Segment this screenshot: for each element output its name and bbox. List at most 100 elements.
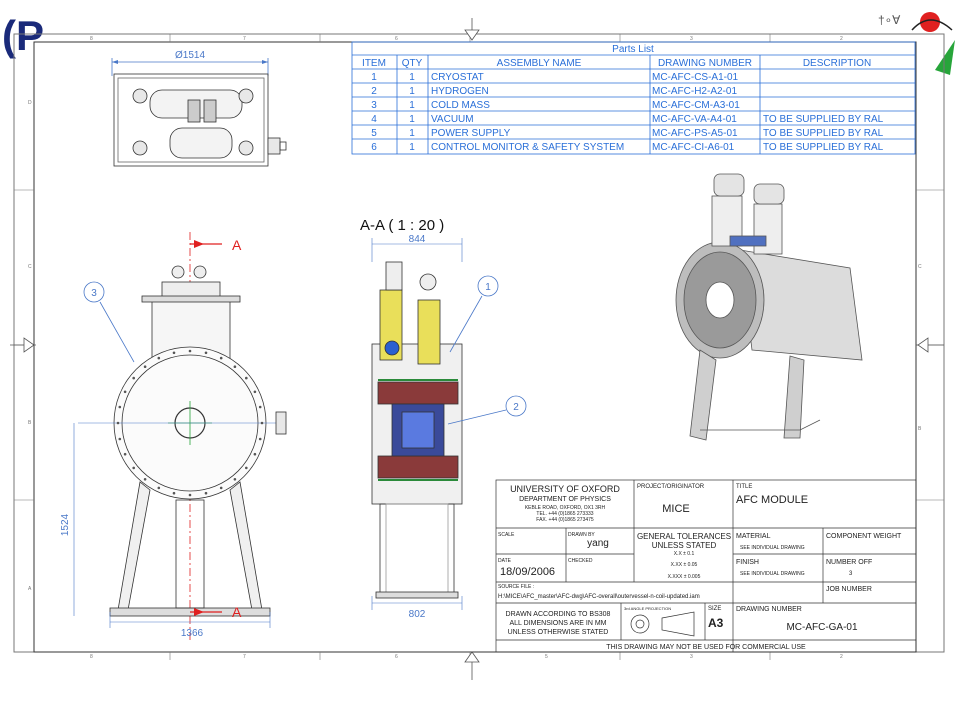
flange-bolt — [157, 356, 161, 360]
tb-number-off-label: NUMBER OFF — [826, 559, 872, 566]
balloon-2 — [447, 395, 527, 425]
section-letter-bottom: A — [232, 604, 242, 620]
isometric-view — [675, 173, 863, 441]
parts-list-table: Parts List ITEM QTY ASSEMBLY NAME DRAWIN… — [351, 41, 916, 155]
tb-finish-label: FINISH — [736, 559, 759, 566]
zone-col-7b: 7 — [243, 654, 246, 660]
flange-bolt — [260, 421, 264, 425]
row5-name: POWER SUPPLY — [431, 128, 511, 139]
flange-bolt — [204, 351, 208, 355]
flange-bolt — [253, 390, 257, 394]
flange-bolt — [204, 491, 208, 495]
zone-col-3b: 3 — [690, 654, 693, 660]
zone-col-3: 3 — [690, 36, 693, 42]
flange-bolt — [245, 376, 248, 380]
flange-bolt — [123, 452, 127, 456]
tb-weight-label: COMPONENT WEIGHT — [826, 533, 902, 540]
row4-desc: TO BE SUPPLIED BY RAL — [763, 114, 884, 125]
logo-left: (P — [2, 12, 44, 59]
tb-org-name: UNIVERSITY OF OXFORD — [510, 484, 620, 494]
tb-note1: DRAWN ACCORDING TO BS308 — [506, 611, 611, 618]
tb-drawing-number-label: DRAWING NUMBER — [736, 606, 802, 613]
flange-bolt — [172, 351, 176, 355]
tb-footer: THIS DRAWING MAY NOT BE USED FOR COMMERC… — [606, 644, 806, 651]
tb-note3: UNLESS OTHERWISE STATED — [508, 629, 609, 636]
zone-col-6: 6 — [395, 36, 398, 42]
flange-bolt — [258, 405, 262, 409]
row3-item: 3 — [371, 100, 377, 111]
tb-number-off: 3 — [849, 571, 853, 577]
zone-row-a: A — [28, 586, 32, 592]
row2-dwg: MC-AFC-H2-A2-01 — [652, 86, 737, 97]
row5-dwg: MC-AFC-PS-A5-01 — [652, 128, 738, 139]
row5-qty: 1 — [409, 128, 415, 139]
row4-dwg: MC-AFC-VA-A4-01 — [652, 114, 737, 125]
top-view — [111, 58, 287, 167]
flange-bolt — [118, 405, 122, 409]
tb-addr2: TEL. +44 (0)1865 273333 — [536, 511, 593, 517]
zone-col-7: 7 — [243, 36, 246, 42]
zone-row-c: C — [28, 264, 32, 270]
flange-bolt — [118, 437, 122, 441]
row1-name: CRYOSTAT — [431, 72, 484, 83]
row3-qty: 1 — [409, 100, 415, 111]
col-qty: QTY — [402, 58, 423, 69]
tb-tol-2: X.XX ± 0.05 — [671, 562, 698, 568]
flange-bolt — [123, 390, 127, 394]
zone-row-c-right: C — [918, 264, 922, 270]
balloon-3-label: 3 — [91, 288, 97, 299]
row4-qty: 1 — [409, 114, 415, 125]
section-view-title: A-A ( 1 : 20 ) — [360, 217, 444, 234]
row6-dwg: MC-AFC-CI-A6-01 — [652, 142, 735, 153]
balloon-2-label: 2 — [513, 402, 519, 413]
tb-gen-tol-2: UNLESS STATED — [652, 541, 717, 550]
flange-bolt — [132, 376, 135, 380]
dim-844: 844 — [409, 234, 426, 245]
zone-col-5b: 5 — [545, 654, 548, 660]
section-view — [371, 261, 463, 599]
tb-date-label: DATE — [498, 558, 512, 564]
row1-qty: 1 — [409, 72, 415, 83]
row3-name: COLD MASS — [431, 100, 490, 111]
row2-qty: 1 — [409, 86, 415, 97]
zone-row-b-right: B — [918, 426, 922, 432]
flange-bolt — [253, 452, 257, 456]
dim-802: 802 — [409, 609, 426, 620]
title-block-text: UNIVERSITY OF OXFORD DEPARTMENT OF PHYSI… — [498, 484, 902, 651]
tb-title-label: TITLE — [736, 484, 752, 490]
zone-row-d: D — [28, 100, 32, 106]
tb-material: SEE INDIVIDUAL DRAWING — [740, 545, 805, 551]
zone-col-2: 2 — [840, 36, 843, 42]
balloon-1-label: 1 — [485, 282, 491, 293]
row6-name: CONTROL MONITOR & SAFETY SYSTEM — [431, 142, 624, 153]
row2-name: HYDROGEN — [431, 86, 489, 97]
flange-bolt — [143, 478, 147, 481]
flange-bolt — [219, 356, 223, 360]
tb-drawn-by: yang — [587, 538, 609, 549]
flange-bolt — [219, 486, 223, 490]
row5-item: 5 — [371, 128, 377, 139]
row4-item: 4 — [371, 114, 377, 125]
tb-title: AFC MODULE — [736, 494, 808, 506]
tb-material-label: MATERIAL — [736, 533, 771, 540]
zone-col-2b: 2 — [840, 654, 843, 660]
tb-size-label: SIZE — [708, 606, 721, 612]
row2-item: 2 — [371, 86, 377, 97]
section-letter-top: A — [232, 237, 242, 253]
flange-bolt — [188, 493, 192, 497]
row6-desc: TO BE SUPPLIED BY RAL — [763, 142, 884, 153]
tb-finish: SEE INDIVIDUAL DRAWING — [740, 571, 805, 577]
row1-dwg: MC-AFC-CS-A1-01 — [652, 72, 739, 83]
flange-bolt — [132, 466, 135, 470]
tb-job-label: JOB NUMBER — [826, 586, 872, 593]
section-marker-top — [190, 240, 222, 248]
row6-qty: 1 — [409, 142, 415, 153]
row4-name: VACUUM — [431, 114, 474, 125]
tb-size: A3 — [708, 616, 724, 630]
col-assembly: ASSEMBLY NAME — [497, 58, 582, 69]
flange-bolt — [172, 491, 176, 495]
flange-bolt — [233, 478, 237, 481]
flange-bolt — [188, 349, 192, 353]
balloon-1 — [449, 275, 499, 353]
